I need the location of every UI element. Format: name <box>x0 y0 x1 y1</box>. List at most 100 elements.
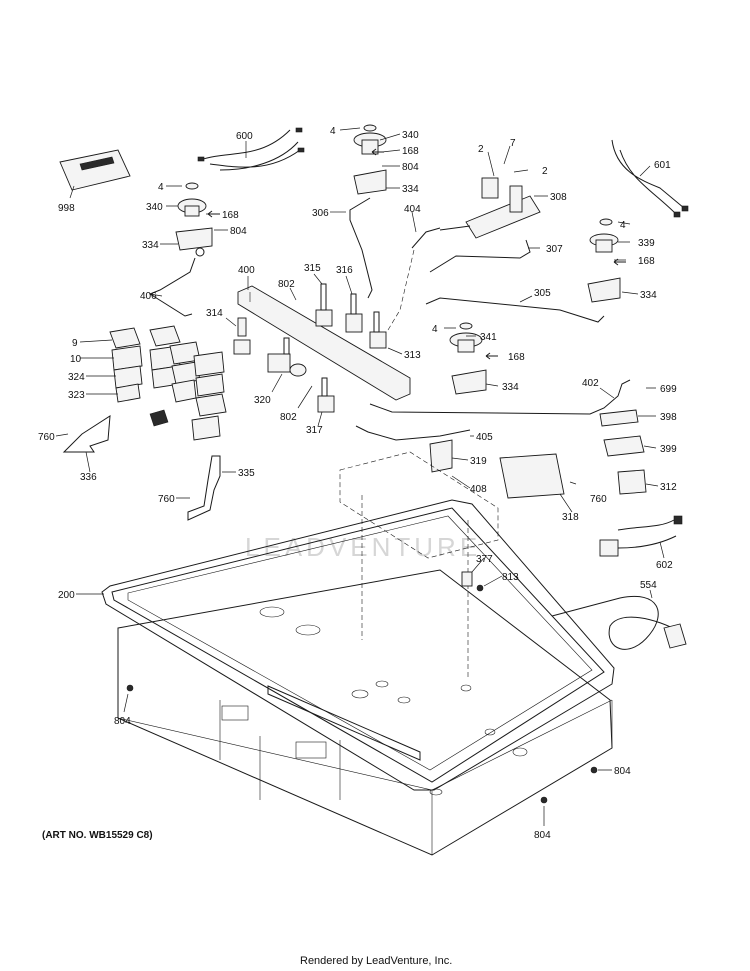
callout-306: 306 <box>312 208 329 219</box>
literature-bag-998 <box>59 149 131 191</box>
valve-320 <box>267 337 307 377</box>
callout-314: 314 <box>206 308 223 319</box>
callout-760c: 760 <box>590 494 607 505</box>
callout-601: 601 <box>654 160 671 171</box>
callout-4c: 4 <box>620 220 626 231</box>
callout-334b: 334 <box>142 240 159 251</box>
callout-339: 339 <box>638 238 655 249</box>
callout-406: 406 <box>140 291 157 302</box>
tube-306 <box>349 197 373 299</box>
clip-377 <box>461 571 473 587</box>
wire-harness-602 <box>599 515 683 557</box>
callout-341: 341 <box>480 332 497 343</box>
callout-200: 200 <box>58 590 75 601</box>
callout-307: 307 <box>546 244 563 255</box>
callout-2: 2 <box>478 144 484 155</box>
callout-319: 319 <box>470 456 487 467</box>
screw-813 <box>476 584 484 592</box>
callout-334d: 334 <box>502 382 519 393</box>
callout-804d: 804 <box>614 766 631 777</box>
callout-317: 317 <box>306 425 323 436</box>
callout-10: 10 <box>70 354 82 365</box>
arrow-icons <box>207 148 626 360</box>
valve-312-assembly <box>599 409 647 495</box>
callout-334: 334 <box>402 184 419 195</box>
valve-341 <box>449 322 487 395</box>
callout-802b: 802 <box>280 412 297 423</box>
callout-323: 323 <box>68 390 85 401</box>
callout-316: 316 <box>336 265 353 276</box>
callout-4b: 4 <box>158 182 164 193</box>
callout-320: 320 <box>254 395 271 406</box>
tube-305 <box>425 297 605 323</box>
art-number: (ART NO. WB15529 C8) <box>42 830 153 841</box>
callout-9: 9 <box>72 338 78 349</box>
callout-998: 998 <box>58 203 75 214</box>
callout-804c: 804 <box>114 716 131 727</box>
callout-2b: 2 <box>542 166 548 177</box>
callout-312: 312 <box>660 482 677 493</box>
callout-4: 4 <box>330 126 336 137</box>
electronics-enclosure <box>339 451 499 680</box>
callout-554: 554 <box>640 580 657 591</box>
valves-315-316 <box>315 283 387 349</box>
wire-harness-600 <box>197 127 305 171</box>
callout-168d: 168 <box>508 352 525 363</box>
valve-339 <box>587 218 621 303</box>
valve-assembly-top <box>353 124 387 195</box>
callout-802: 802 <box>278 279 295 290</box>
leader-lines <box>55 127 665 826</box>
callout-315: 315 <box>304 263 321 274</box>
footer-credit: Rendered by LeadVenture, Inc. <box>300 955 452 967</box>
callout-813: 813 <box>502 572 519 583</box>
callout-400: 400 <box>238 265 255 276</box>
callout-340b: 340 <box>146 202 163 213</box>
callout-408: 408 <box>470 484 487 495</box>
screw-804-right <box>590 766 598 774</box>
callout-405: 405 <box>476 432 493 443</box>
callout-804: 804 <box>402 162 419 173</box>
tube-405 <box>355 425 471 441</box>
callout-340: 340 <box>402 130 419 141</box>
callout-334c: 334 <box>640 290 657 301</box>
callout-399: 399 <box>660 444 677 455</box>
bracket-319 <box>429 439 453 473</box>
callout-168: 168 <box>402 146 419 157</box>
callout-labels: 600 4 340 168 804 334 306 2 7 2 308 404 … <box>38 126 677 841</box>
control-knobs <box>109 325 227 441</box>
valve-314 <box>233 317 251 355</box>
callout-308: 308 <box>550 192 567 203</box>
callout-402: 402 <box>582 378 599 389</box>
callout-318: 318 <box>562 512 579 523</box>
cooktop-pan <box>101 499 615 856</box>
callout-760: 760 <box>38 432 55 443</box>
manifold-400 <box>237 285 411 401</box>
callout-313: 313 <box>404 350 421 361</box>
callout-602: 602 <box>656 560 673 571</box>
callout-699: 699 <box>660 384 677 395</box>
tube-307 <box>429 239 531 273</box>
tube-402 <box>369 379 631 415</box>
bracket-335 <box>187 455 221 521</box>
power-cord-554 <box>551 596 687 650</box>
callout-305: 305 <box>534 288 551 299</box>
screw-804-bottom <box>540 796 548 804</box>
callout-600: 600 <box>236 131 253 142</box>
valve-317 <box>317 377 335 413</box>
callout-760b: 760 <box>158 494 175 505</box>
callout-324: 324 <box>68 372 85 383</box>
callout-804e: 804 <box>534 830 551 841</box>
valve-assembly-left <box>175 182 213 257</box>
callout-7: 7 <box>510 138 516 149</box>
terminal-block-318 <box>499 453 565 499</box>
callout-336: 336 <box>80 472 97 483</box>
gas-tube-406 <box>148 257 196 317</box>
callout-168b: 168 <box>222 210 239 221</box>
tube-404 <box>411 227 441 249</box>
callout-168c: 168 <box>638 256 655 267</box>
callout-804b: 804 <box>230 226 247 237</box>
callout-377: 377 <box>476 554 493 565</box>
wire-harness-601 <box>611 139 689 218</box>
callout-4d: 4 <box>432 324 438 335</box>
bracket-336 <box>62 415 111 453</box>
